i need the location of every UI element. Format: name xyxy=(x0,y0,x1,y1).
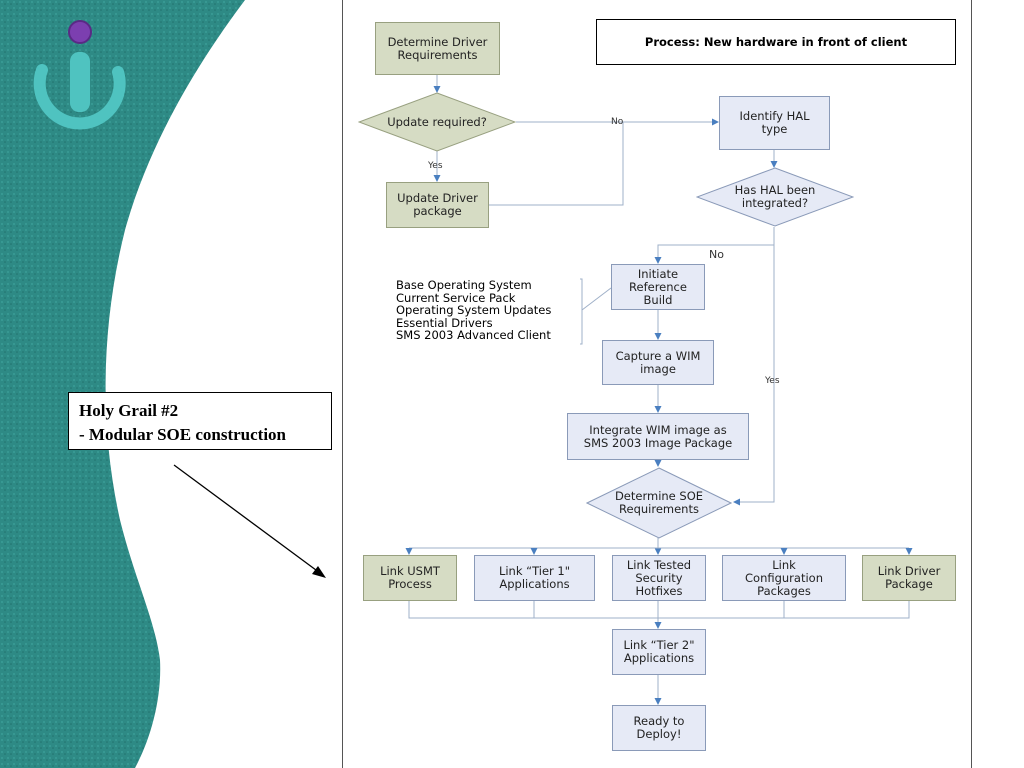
node-identify-hal-type: Identify HAL type xyxy=(719,96,830,150)
node-integrate-wim-image: Integrate WIM image as SMS 2003 Image Pa… xyxy=(567,413,749,460)
edge-label-no-hal: No xyxy=(709,248,724,261)
decision-has-hal-label: Has HAL been integrated? xyxy=(734,183,816,210)
input-item: Base Operating System xyxy=(396,278,532,292)
slide-title: Holy Grail #2 - Modular SOE construction xyxy=(68,392,332,450)
input-item: SMS 2003 Advanced Client xyxy=(396,328,551,343)
decision-update-required-label: Update required? xyxy=(387,114,487,129)
decision-determine-soe-requirements: Determine SOE Requirements xyxy=(586,467,732,539)
decision-determine-soe-label: Determine SOE Requirements xyxy=(614,489,704,516)
logo-icon xyxy=(33,20,126,130)
edge-label-no: No xyxy=(611,117,624,127)
input-item: Current Service Pack xyxy=(396,290,516,305)
edge-label-yes-hal: Yes xyxy=(765,376,780,386)
input-item: Operating System Updates xyxy=(396,303,552,318)
edge-label-yes: Yes xyxy=(428,161,443,171)
node-ready-to-deploy: Ready to Deploy! xyxy=(612,705,706,751)
decision-update-required: Update required? xyxy=(358,92,516,152)
node-determine-driver-requirements: Determine Driver Requirements xyxy=(375,22,500,75)
node-initiate-reference-build: Initiate Reference Build xyxy=(611,264,705,310)
title-line-2: - Modular SOE construction xyxy=(79,425,287,444)
node-capture-wim-image: Capture a WIM image xyxy=(602,340,714,385)
node-link-configuration-packages: Link Configuration Packages xyxy=(722,555,846,601)
input-item: Essential Drivers xyxy=(396,315,493,330)
node-update-driver-package: Update Driver package xyxy=(386,182,489,228)
decision-has-hal-been-integrated: Has HAL been integrated? xyxy=(696,167,854,227)
reference-build-inputs: Base Operating System Current Service Pa… xyxy=(396,279,580,342)
node-link-tier1-applications: Link “Tier 1" Applications xyxy=(474,555,595,601)
process-header: Process: New hardware in front of client xyxy=(596,19,956,65)
pointer-arrow xyxy=(173,464,326,578)
decorative-swoosh xyxy=(0,0,245,768)
node-link-usmt-process: Link USMT Process xyxy=(363,555,457,601)
title-line-1: Holy Grail #2 xyxy=(79,401,179,420)
node-link-driver-package: Link Driver Package xyxy=(862,555,956,601)
node-link-security-hotfixes: Link Tested Security Hotfixes xyxy=(612,555,706,601)
node-link-tier2-applications: Link “Tier 2" Applications xyxy=(612,629,706,675)
